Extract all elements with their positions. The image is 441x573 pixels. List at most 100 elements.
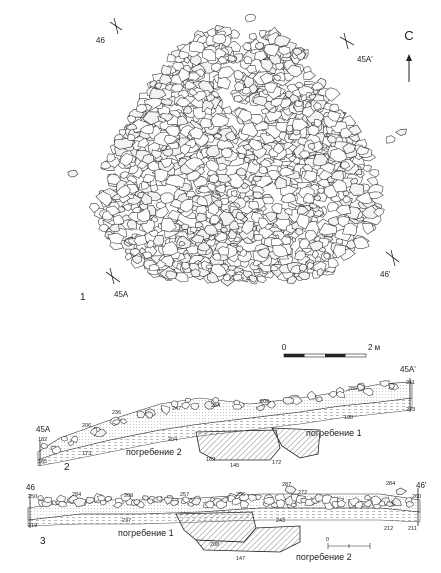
stone	[242, 42, 252, 52]
stone	[186, 170, 202, 181]
stone	[270, 264, 279, 272]
stone	[222, 273, 231, 281]
stone	[181, 223, 190, 230]
stone	[233, 95, 244, 103]
stone	[241, 122, 259, 138]
marker-label-45a: 45А	[114, 290, 129, 299]
stone	[205, 264, 213, 270]
stone	[227, 229, 237, 239]
stone	[264, 223, 273, 230]
stone	[142, 251, 152, 259]
section-marker-46-prime: 46'	[380, 249, 400, 279]
stone	[368, 191, 384, 200]
stone	[137, 137, 150, 148]
stone	[327, 110, 341, 122]
stone	[248, 33, 258, 41]
stone	[252, 191, 265, 200]
stone	[104, 495, 112, 502]
stone	[354, 501, 363, 509]
stone	[313, 101, 322, 111]
stone	[227, 54, 238, 63]
stone	[125, 123, 138, 131]
stone	[231, 497, 242, 505]
profile-3-small-scale: 0	[326, 537, 371, 549]
stone	[340, 161, 350, 169]
stone	[278, 45, 291, 55]
stone	[248, 494, 257, 502]
stone	[235, 245, 243, 253]
elevation-mark: 209	[260, 399, 269, 405]
stone	[164, 174, 186, 188]
stone	[235, 211, 246, 221]
stone	[160, 218, 177, 233]
stone	[301, 106, 315, 118]
north-arrow: С	[404, 28, 414, 82]
stone	[185, 245, 201, 255]
stone	[355, 191, 373, 205]
stone	[232, 399, 240, 405]
small-scale-start: 0	[326, 537, 329, 543]
stone	[286, 124, 294, 133]
stone	[160, 157, 173, 169]
elevation-mark: 219	[28, 523, 37, 529]
stone	[179, 144, 191, 156]
stone	[355, 146, 369, 155]
stone	[369, 169, 380, 178]
stone	[136, 104, 148, 113]
elevation-mark: 254	[211, 403, 220, 409]
stone	[296, 213, 310, 230]
stone	[271, 202, 283, 215]
stone	[170, 400, 179, 408]
stone	[339, 127, 353, 139]
profile-2-burial-1-label: погребение 1	[306, 428, 362, 438]
profile-3-right-label: 46'	[416, 481, 427, 490]
stone	[229, 220, 240, 230]
scale-end: 2 м	[368, 343, 380, 352]
stone	[197, 241, 211, 252]
stone	[303, 169, 317, 183]
stone	[289, 264, 302, 274]
stone	[102, 210, 114, 221]
stone	[286, 64, 303, 78]
elevation-mark: 250	[28, 494, 37, 500]
stone	[284, 485, 297, 494]
stone	[214, 231, 228, 242]
burial-2-pit	[195, 525, 301, 553]
stone	[243, 156, 251, 164]
stone	[217, 76, 231, 90]
stone	[169, 499, 180, 507]
stone	[100, 160, 112, 169]
stone	[362, 222, 375, 235]
stone	[188, 87, 198, 96]
elevation-mark: 165	[38, 459, 47, 465]
stone	[313, 210, 324, 217]
stone	[276, 499, 286, 508]
stone	[95, 191, 113, 207]
profile-2-left-label: 45А	[36, 425, 51, 434]
stone	[297, 205, 309, 215]
stone	[139, 124, 154, 134]
elevation-mark: 173	[82, 451, 91, 457]
stone	[273, 142, 284, 155]
stone	[159, 112, 174, 122]
stone	[256, 247, 271, 259]
stone	[113, 501, 123, 509]
stone	[240, 182, 250, 189]
stone	[189, 127, 204, 140]
stone	[315, 396, 323, 403]
profile-3-burial-1-label: погребение 1	[118, 528, 174, 538]
stone	[329, 103, 339, 112]
stone	[131, 255, 143, 265]
stone	[237, 108, 253, 123]
marker-label-46: 46	[96, 36, 105, 45]
stone	[329, 148, 348, 163]
stone	[302, 193, 315, 204]
stone	[211, 62, 222, 72]
stone	[298, 150, 311, 159]
stone	[294, 250, 306, 261]
stone	[311, 82, 325, 91]
stone	[286, 275, 298, 285]
stone	[160, 192, 175, 204]
stone	[361, 205, 380, 219]
